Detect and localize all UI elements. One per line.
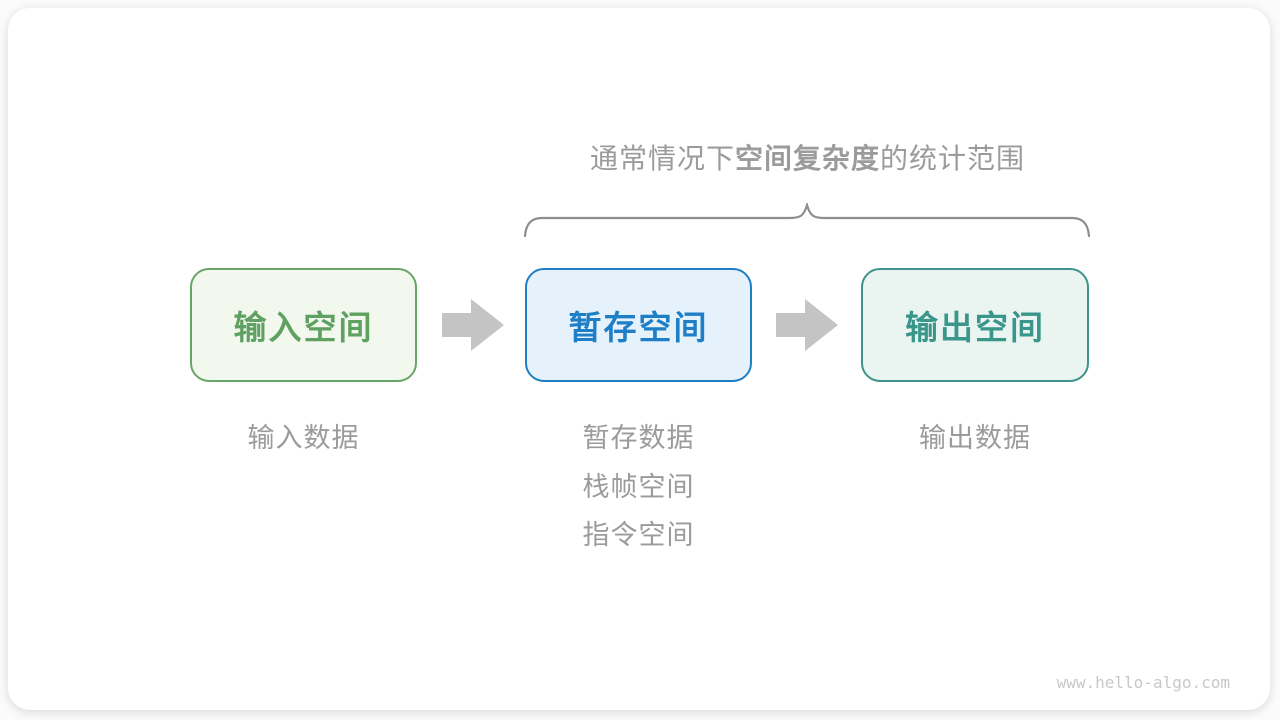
caption-line: 暂存数据 — [582, 423, 695, 453]
arrow-right-icon — [442, 299, 504, 351]
box-output-space-label: 输出空间 — [905, 309, 1045, 346]
caption-output-data: 输出数据 — [861, 414, 1089, 463]
caption-line: 输出数据 — [919, 423, 1031, 453]
box-input-space-label: 输入空间 — [233, 309, 374, 346]
caption-line: 指令空间 — [582, 520, 695, 550]
title-suffix: 的统计范围 — [880, 143, 1026, 174]
diagram-title: 通常情况下空间复杂度的统计范围 — [525, 142, 1090, 176]
arrow-right-icon — [776, 299, 838, 351]
caption-line: 输入数据 — [247, 423, 360, 453]
box-input-space: 输入空间 — [190, 268, 417, 382]
watermark: www.hello-algo.com — [1056, 673, 1230, 692]
curly-brace-icon — [524, 203, 1090, 238]
caption-line: 栈帧空间 — [582, 471, 695, 502]
box-temporary-space: 暂存空间 — [525, 268, 752, 382]
box-output-space: 输出空间 — [861, 268, 1089, 382]
title-bold-term: 空间复杂度 — [734, 143, 880, 174]
title-prefix: 通常情况下 — [589, 143, 735, 174]
caption-temporary-data: 暂存数据 栈帧空间 指令空间 — [525, 414, 752, 560]
box-temporary-space-label: 暂存空间 — [568, 309, 709, 346]
caption-input-data: 输入数据 — [190, 414, 417, 463]
